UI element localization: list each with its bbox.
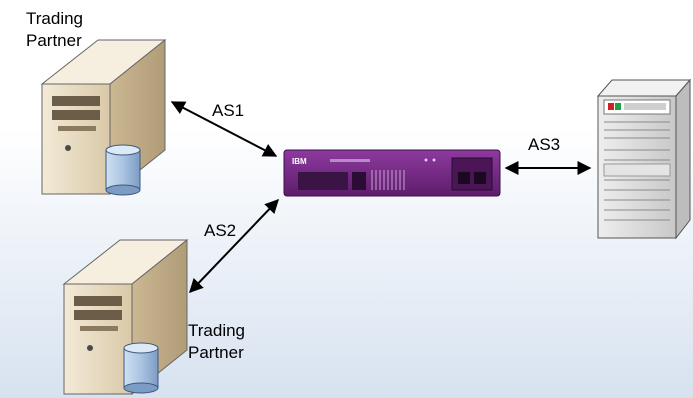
server-icon-top: [40, 38, 167, 196]
as1-connection-arrow: [170, 101, 278, 157]
appliance-brand: IBM: [292, 157, 307, 166]
partner-bottom-line2: Partner: [188, 343, 244, 362]
appliance-icon: [283, 149, 501, 197]
partner-top-line2: Partner: [26, 31, 82, 50]
partner-top-label: Trading Partner: [26, 8, 83, 52]
server-icon-bottom: [62, 238, 189, 396]
as3-label: AS3: [528, 135, 561, 154]
partner-bottom-line1: Trading: [188, 321, 246, 340]
database-icon-top: [105, 144, 141, 196]
partner-bottom-label: Trading Partner: [188, 320, 245, 364]
as1-label: AS1: [212, 101, 245, 120]
as2-label: AS2: [204, 221, 237, 240]
as2-connection-arrow: [189, 198, 279, 294]
rack-server-icon: [596, 78, 692, 240]
database-icon-bottom: [123, 342, 159, 394]
partner-top-line1: Trading: [26, 9, 84, 28]
